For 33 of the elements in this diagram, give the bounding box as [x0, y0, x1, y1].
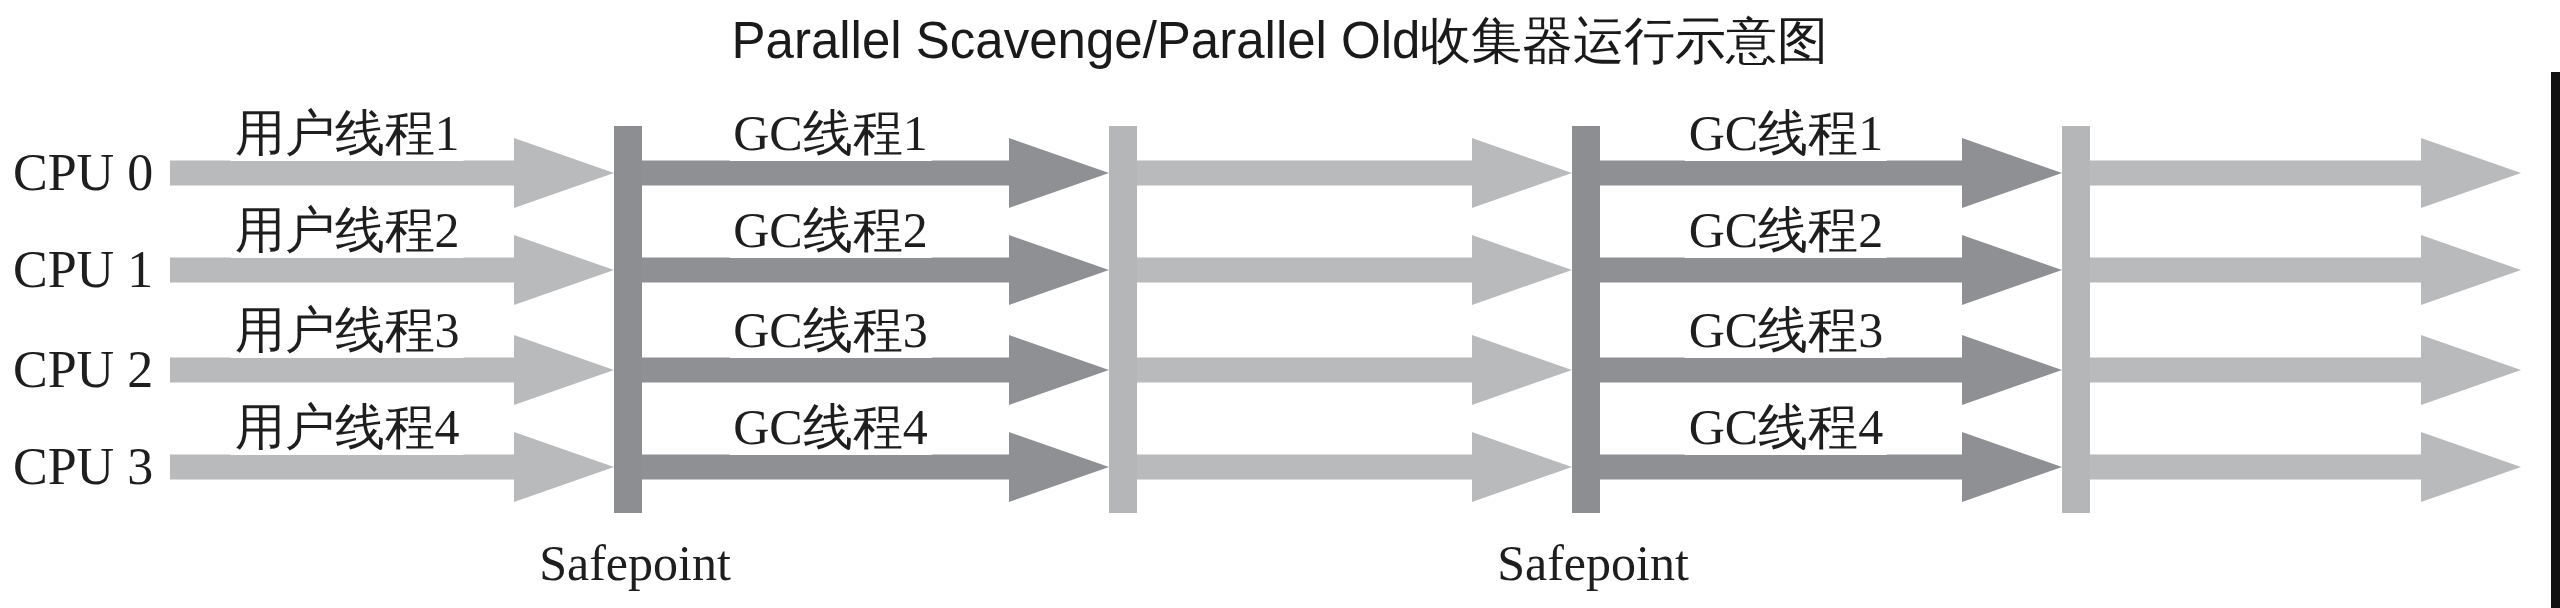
arrow: [2090, 432, 2521, 502]
row-label: CPU 3: [13, 437, 170, 497]
arrow: [642, 235, 1109, 305]
arrow: [1137, 335, 1572, 405]
edge-label: 用户线程4: [230, 399, 464, 455]
arrow: [1137, 138, 1572, 208]
arrow: [2090, 235, 2521, 305]
arrow: [1137, 432, 1572, 502]
arrow: [642, 432, 1109, 502]
arrow: [642, 138, 1109, 208]
bar-caption: Safepoint: [1497, 534, 1689, 593]
arrow: [2090, 138, 2521, 208]
edge-label: 用户线程3: [230, 302, 464, 358]
vertical-bar: [1109, 126, 1137, 513]
arrow: [170, 335, 614, 405]
bar-caption: Safepoint: [539, 534, 731, 593]
title: Parallel Scavenge/Parallel Old收集器运行示意图: [731, 11, 1829, 71]
vertical-bar: [2062, 126, 2090, 513]
row-label: CPU 1: [13, 240, 170, 300]
arrow: [170, 138, 614, 208]
arrow: [2090, 335, 2521, 405]
arrow: [1600, 432, 2062, 502]
arrow: [1600, 138, 2062, 208]
row-label: CPU 2: [13, 340, 170, 400]
arrow: [1600, 235, 2062, 305]
edge-label: 用户线程2: [230, 202, 464, 258]
arrow: [1600, 335, 2062, 405]
edge-label: 用户线程1: [230, 105, 464, 161]
arrow: [170, 235, 614, 305]
row-label: CPU 0: [13, 143, 170, 203]
arrow: [170, 432, 614, 502]
arrow: [642, 335, 1109, 405]
arrow: [1137, 235, 1572, 305]
